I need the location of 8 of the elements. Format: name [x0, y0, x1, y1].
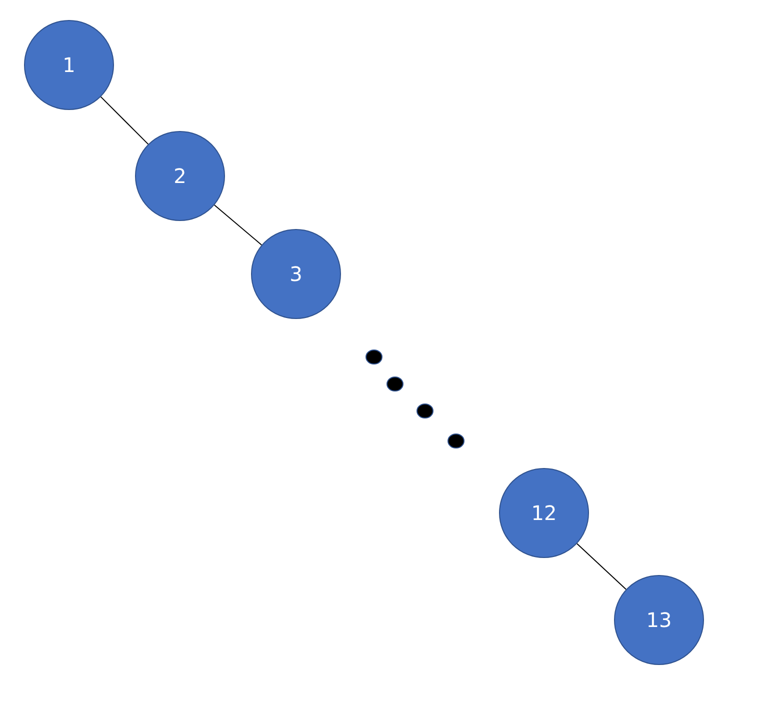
- node-number: 1: [62, 53, 76, 77]
- node-number: 12: [531, 501, 557, 525]
- connector-line: [214, 204, 262, 246]
- node-number: 3: [290, 262, 302, 286]
- connector-line: [100, 96, 149, 145]
- node-number: 13: [646, 608, 672, 632]
- connector-line: [576, 543, 627, 590]
- node-number: 2: [174, 164, 186, 188]
